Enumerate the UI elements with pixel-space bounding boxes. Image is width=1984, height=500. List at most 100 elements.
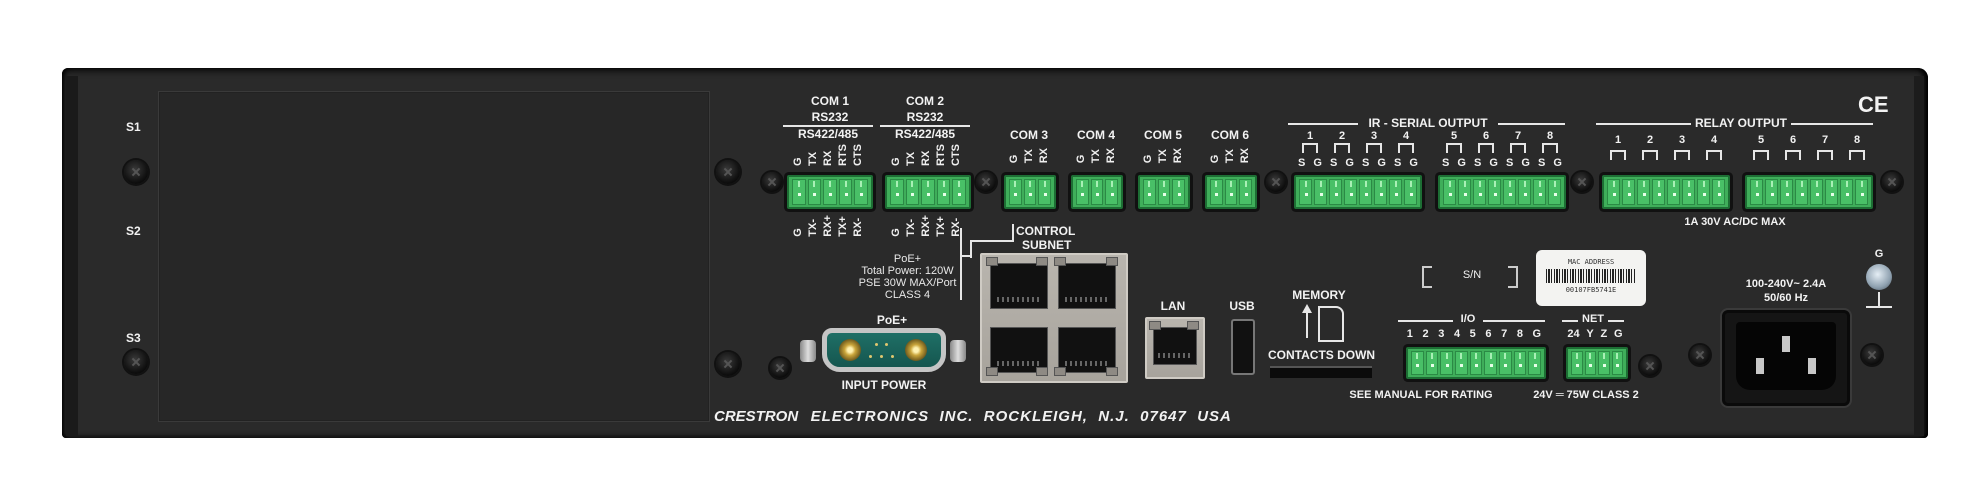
sd-card-icon: [1318, 306, 1344, 342]
com2-standard-alt: RS422/485: [894, 127, 956, 141]
com5-pin-labels: G TX RX: [1142, 148, 1184, 164]
screw-icon: [1862, 345, 1882, 365]
net-rating: 24V ═ 75W CLASS 2: [1533, 389, 1639, 401]
ground-screw-icon[interactable]: [1866, 264, 1892, 290]
arrow-up-icon: [1302, 304, 1312, 313]
com5-label: COM 5: [1143, 128, 1182, 142]
barcode-icon: [1546, 269, 1636, 283]
screw-icon: [770, 358, 790, 378]
com3-terminal-block[interactable]: [1004, 175, 1056, 209]
ac-rating-voltage: 100-240V~ 2.4A: [1745, 278, 1827, 290]
relay-output-1-4-terminal-block[interactable]: [1602, 175, 1730, 209]
net-terminal-block[interactable]: [1566, 347, 1628, 379]
bridge-icon: [1478, 143, 1494, 153]
slot-label-s1: S1: [126, 120, 141, 134]
com2-top-pin-labels: G TX RX RTS CTS: [890, 144, 962, 166]
com1-terminal-block[interactable]: [787, 175, 873, 209]
control-subnet-port-4[interactable]: [1058, 327, 1116, 373]
input-power-label: INPUT POWER: [841, 378, 927, 392]
screw-icon: [976, 172, 996, 192]
bridge-icon: [1542, 143, 1558, 153]
line-pin: [1756, 358, 1764, 374]
ir-output-1-4-terminal-block[interactable]: [1294, 175, 1422, 209]
com6-terminal-block[interactable]: [1205, 175, 1257, 209]
screw-icon: [1690, 345, 1710, 365]
screw-icon: [716, 160, 740, 184]
ir-serial-output-title: IR - SERIAL OUTPUT: [1368, 116, 1488, 130]
led-indicator: [986, 367, 998, 376]
screw-icon: [1640, 356, 1660, 376]
bridge-icon: [1446, 143, 1462, 153]
ir-output-5-8-terminal-block[interactable]: [1438, 175, 1566, 209]
divider: [1398, 320, 1453, 322]
control-subnet-port-2[interactable]: [1058, 263, 1116, 309]
relay-contact-icon: [1817, 150, 1833, 160]
ac-power-inlet[interactable]: [1720, 308, 1852, 408]
com1-label: COM 1: [810, 94, 849, 108]
divider: [880, 125, 970, 127]
jackscrew-icon: [800, 340, 816, 362]
com1-standard: RS232: [811, 110, 849, 124]
ground-symbol-icon: [1878, 292, 1880, 306]
screw-icon: [762, 172, 782, 192]
led-indicator: [1054, 257, 1066, 266]
memory-card-slot[interactable]: [1270, 366, 1372, 378]
com2-terminal-block[interactable]: [885, 175, 971, 209]
led-indicator: [1036, 257, 1048, 266]
bracket-line: [970, 240, 972, 258]
led-indicator: [1106, 257, 1118, 266]
led-indicator: [1054, 367, 1066, 376]
relay-contact-icon: [1706, 150, 1722, 160]
divider: [1498, 123, 1565, 125]
relay-contact-icon: [1642, 150, 1658, 160]
divider: [1288, 123, 1358, 125]
com4-pin-labels: G TX RX: [1075, 148, 1117, 164]
led-indicator: [1036, 367, 1048, 376]
mac-address-label: MAC ADDRESS 00107FB5741E: [1536, 250, 1646, 306]
relay-contact-icon: [1674, 150, 1690, 160]
ir-channels-5-8: 5 6 7 8: [1438, 130, 1566, 153]
screw-icon: [1572, 172, 1592, 192]
led-indicator: [986, 257, 998, 266]
relay-rating: 1A 30V AC/DC MAX: [1684, 216, 1786, 228]
power-pin: [839, 339, 861, 361]
com2-bottom-pin-labels: G TX- RX+ TX+ RX-: [890, 215, 962, 237]
poe-info: PoE+ Total Power: 120W PSE 30W MAX/Port …: [858, 253, 957, 301]
divider: [1483, 320, 1545, 322]
ir-channels-1-4: 1 2 3 4: [1294, 130, 1422, 153]
control-subnet-title-2: SUBNET: [1022, 238, 1072, 252]
com2-standard: RS232: [906, 110, 944, 124]
relay-output-5-8-terminal-block[interactable]: [1745, 175, 1873, 209]
divider: [1791, 123, 1873, 125]
screw-icon: [716, 352, 740, 376]
bracket-line: [970, 240, 1012, 242]
relay-contact-icon: [1610, 150, 1626, 160]
screw-icon: [124, 350, 148, 374]
control-subnet-poe-ports: [980, 253, 1128, 383]
com5-terminal-block[interactable]: [1138, 175, 1190, 209]
divider: [1562, 320, 1578, 322]
screw-icon: [1882, 172, 1902, 192]
ground-label: G: [1874, 248, 1884, 260]
insert-arrow-icon: [1306, 312, 1308, 338]
control-subnet-port-3[interactable]: [990, 327, 1048, 373]
input-power-connector[interactable]: [822, 328, 946, 372]
net-title: NET: [1582, 313, 1604, 325]
com4-terminal-block[interactable]: [1071, 175, 1123, 209]
slot-label-s3: S3: [126, 331, 141, 345]
relay-contact-icon: [1849, 150, 1865, 160]
io-terminal-block[interactable]: [1406, 347, 1546, 379]
lan-port[interactable]: [1145, 317, 1205, 379]
com6-pin-labels: G TX RX: [1209, 148, 1251, 164]
bracket-line: [960, 228, 962, 300]
screw-icon: [1266, 172, 1286, 192]
screw-icon: [124, 160, 148, 184]
led-indicator: [1106, 367, 1118, 376]
ce-mark: CE: [1858, 92, 1889, 117]
usb-port[interactable]: [1231, 319, 1255, 375]
control-subnet-port-1[interactable]: [990, 263, 1048, 309]
jackscrew-icon: [950, 340, 966, 362]
